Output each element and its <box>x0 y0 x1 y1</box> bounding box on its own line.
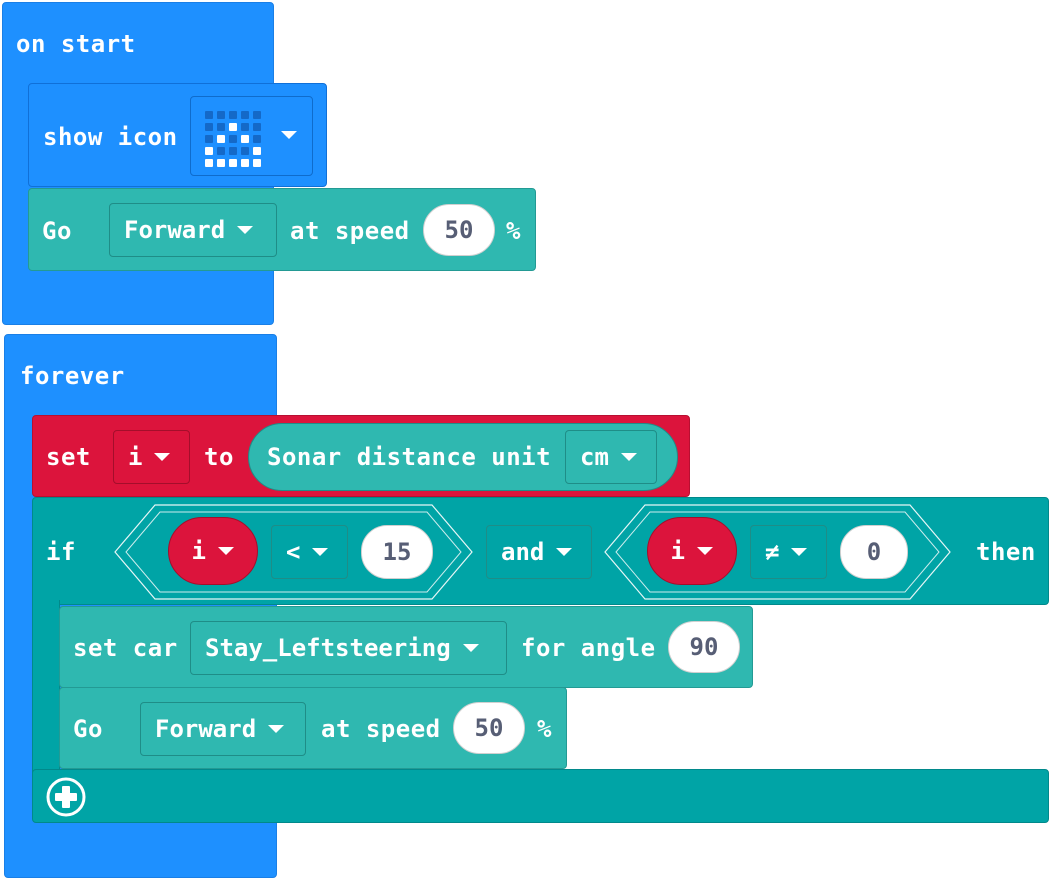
operator-dropdown-1[interactable]: < <box>271 525 348 579</box>
led-cell <box>241 111 249 119</box>
sonar-label: Sonar distance unit <box>267 443 552 471</box>
caret-down-icon <box>791 548 808 556</box>
led-cell <box>217 135 225 143</box>
on-start-label: on start <box>16 30 136 58</box>
led-cell <box>229 159 237 167</box>
led-cell <box>253 135 261 143</box>
caret-down-icon <box>312 548 329 556</box>
steering-mode-value: Stay_Leftsteering <box>205 634 451 662</box>
led-cell <box>241 123 249 131</box>
variable-dropdown[interactable]: i <box>113 430 190 484</box>
go-label: Go <box>73 715 103 743</box>
direction-dropdown[interactable]: Forward <box>109 203 277 257</box>
steering-mode-dropdown[interactable]: Stay_Leftsteering <box>190 621 507 675</box>
caret-down-icon <box>218 547 235 555</box>
at-speed-label: at speed <box>290 217 410 245</box>
led-cell <box>253 111 261 119</box>
led-cell <box>205 135 213 143</box>
caret-down-icon <box>462 644 479 652</box>
operator-dropdown-2[interactable]: ≠ <box>750 525 827 579</box>
led-cell <box>229 135 237 143</box>
led-cell <box>205 159 213 167</box>
if-label: if <box>46 538 76 566</box>
led-cell <box>217 159 225 167</box>
go-label: Go <box>42 217 72 245</box>
variable-i-reporter-2[interactable]: i <box>647 517 737 585</box>
icon-preview <box>205 111 261 167</box>
led-cell <box>241 159 249 167</box>
variable-value: i <box>128 443 143 471</box>
to-label: to <box>204 443 234 471</box>
variable-i-label: i <box>191 537 207 565</box>
compare-value-input-2[interactable]: 0 <box>840 525 908 579</box>
set-label: set <box>46 443 91 471</box>
show-icon-label: show icon <box>43 123 178 151</box>
led-cell <box>253 147 261 155</box>
at-speed-label: at speed <box>321 715 441 743</box>
led-cell <box>241 147 249 155</box>
direction-value: Forward <box>124 216 226 244</box>
speed-input[interactable]: 50 <box>453 702 525 754</box>
variable-i-label: i <box>670 537 686 565</box>
led-cell <box>205 111 213 119</box>
led-cell <box>205 123 213 131</box>
caret-down-icon <box>281 131 297 139</box>
for-angle-label: for angle <box>521 634 656 662</box>
direction-dropdown[interactable]: Forward <box>140 702 306 756</box>
led-cell <box>253 123 261 131</box>
led-cell <box>229 123 237 131</box>
caret-down-icon <box>556 548 573 556</box>
logic-value: and <box>501 538 545 566</box>
caret-down-icon <box>154 453 171 461</box>
led-cell <box>217 147 225 155</box>
caret-down-icon <box>620 453 637 461</box>
led-cell <box>217 111 225 119</box>
operator-value: < <box>286 538 301 566</box>
variable-i-reporter-1[interactable]: i <box>168 517 258 585</box>
direction-value: Forward <box>155 715 257 743</box>
logic-operator-dropdown[interactable]: and <box>486 525 592 579</box>
caret-down-icon <box>237 226 254 234</box>
plus-circle-icon[interactable] <box>46 777 86 817</box>
led-cell <box>217 123 225 131</box>
if-block-arm <box>32 600 60 775</box>
led-cell <box>229 147 237 155</box>
led-cell <box>229 111 237 119</box>
if-block-bottom <box>32 769 1049 823</box>
set-car-label: set car <box>73 634 178 662</box>
compare-value-input-1[interactable]: 15 <box>361 525 433 579</box>
led-cell <box>205 147 213 155</box>
speed-input[interactable]: 50 <box>423 204 495 256</box>
unit-value: cm <box>580 443 609 471</box>
led-cell <box>241 135 249 143</box>
then-label: then <box>976 538 1036 566</box>
unit-dropdown[interactable]: cm <box>565 430 657 484</box>
led-cell <box>253 159 261 167</box>
percent-label: % <box>537 715 552 743</box>
caret-down-icon <box>268 725 285 733</box>
percent-label: % <box>506 217 521 245</box>
caret-down-icon <box>697 547 714 555</box>
angle-input[interactable]: 90 <box>668 621 740 673</box>
operator-value: ≠ <box>765 538 780 566</box>
icon-dropdown[interactable] <box>190 96 313 176</box>
forever-label: forever <box>20 362 125 390</box>
